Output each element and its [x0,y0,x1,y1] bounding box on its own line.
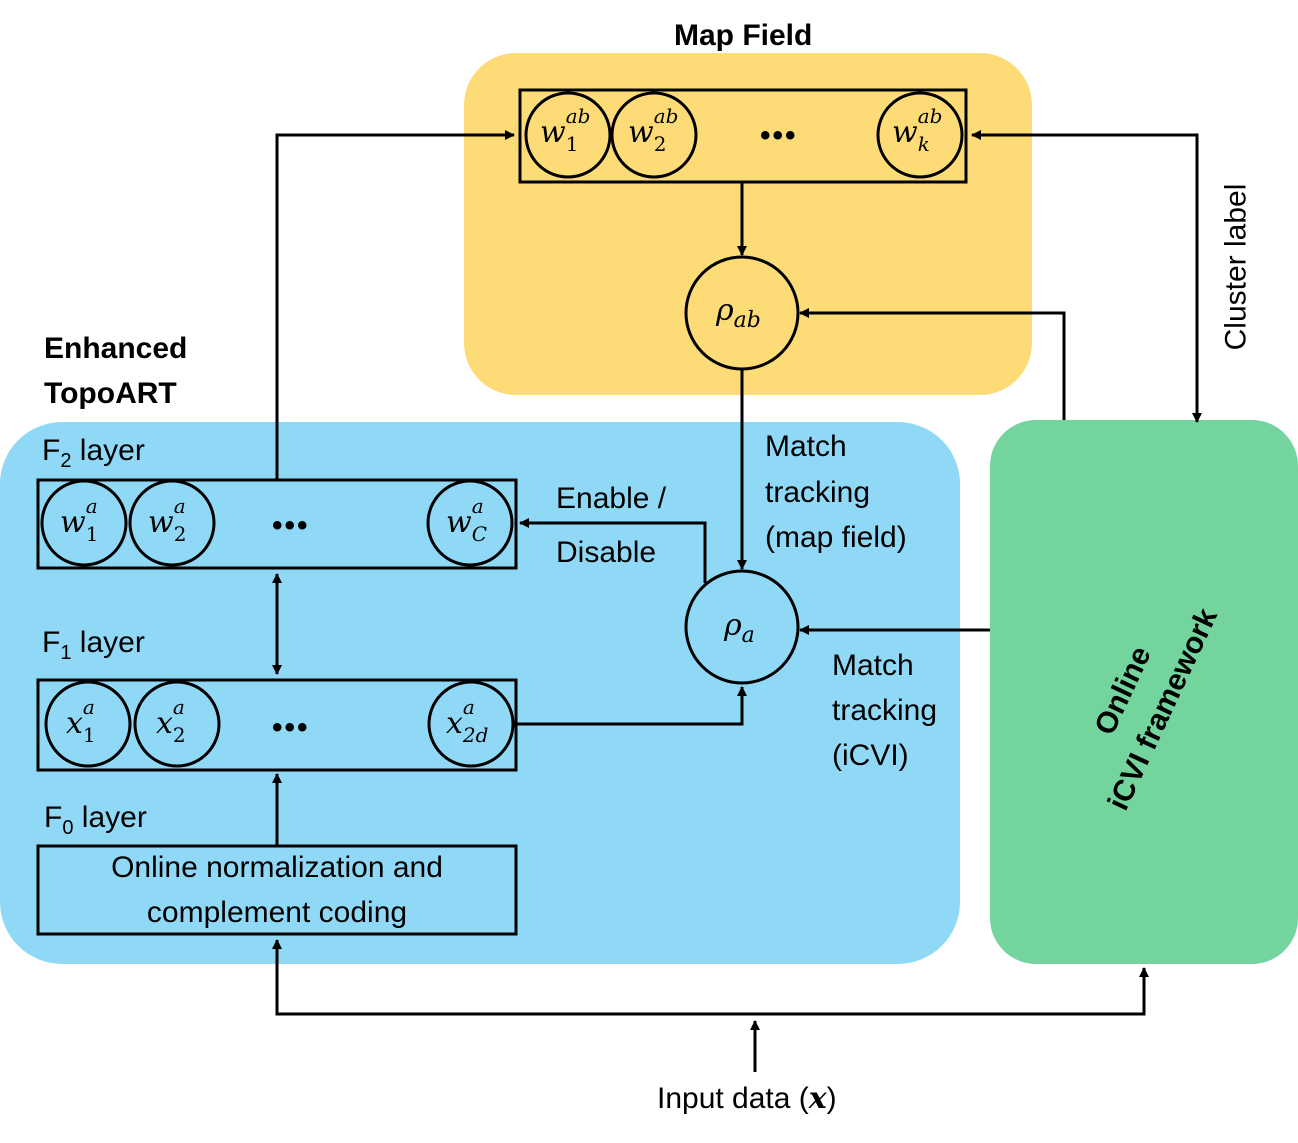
arrow-f2-to-map [275,130,515,480]
f2-ellipsis: ••• [272,509,310,542]
f0-layer-label: F0 layer [44,801,147,839]
mt-map-line3: (map field) [765,521,907,554]
enable-label-line1: Enable / [556,482,667,515]
arrow-enable-disable [519,518,707,583]
f1-layer-label: F1 layer [42,626,145,664]
f2-node-w2 [128,479,216,567]
enable-label-line2: Disable [556,536,657,569]
mt-map-line2: tracking [765,476,871,509]
f1-node-x1 [44,680,132,768]
map-node-w2 [610,91,698,179]
mt-icvi-line3: (iCVI) [832,739,909,772]
arrow-input-to-icvi [755,967,1149,1016]
arrow-f1-to-rho-a [516,686,747,726]
f0-box-line1: Online normalization and [111,851,443,884]
rho-a-label: ρa [724,608,755,648]
topoart-title-line1: Enhanced [44,332,188,365]
arrow-cluster-label [971,130,1202,423]
f1-node-x2d [427,680,515,768]
input-data-label: Input data (x) [657,1081,837,1116]
map-field-title: Map Field [674,19,813,52]
f2-layer-label: F2 layer [42,434,145,472]
map-node-w1 [524,91,612,179]
mt-icvi-line2: tracking [832,694,938,727]
rho-ab-label: ρab [716,293,761,333]
icvi-region [990,420,1298,964]
mt-icvi-line1: Match [832,649,914,682]
map-ellipsis: ••• [760,119,798,152]
f2-node-w1 [40,479,128,567]
map-field-region [464,53,1032,395]
f1-node-x2 [133,680,221,768]
rho-a-node [684,569,800,685]
cluster-label: Cluster label [1219,183,1253,351]
topoart-title-line2: TopoART [44,377,177,410]
f0-box-line2: complement coding [146,896,408,929]
f1-ellipsis: ••• [272,711,310,744]
f2-node-wc [426,479,514,567]
mt-map-line1: Match [765,430,847,463]
topoart-region [0,422,960,964]
map-node-wk [876,91,964,179]
arrow-input-to-f0 [272,939,755,1016]
